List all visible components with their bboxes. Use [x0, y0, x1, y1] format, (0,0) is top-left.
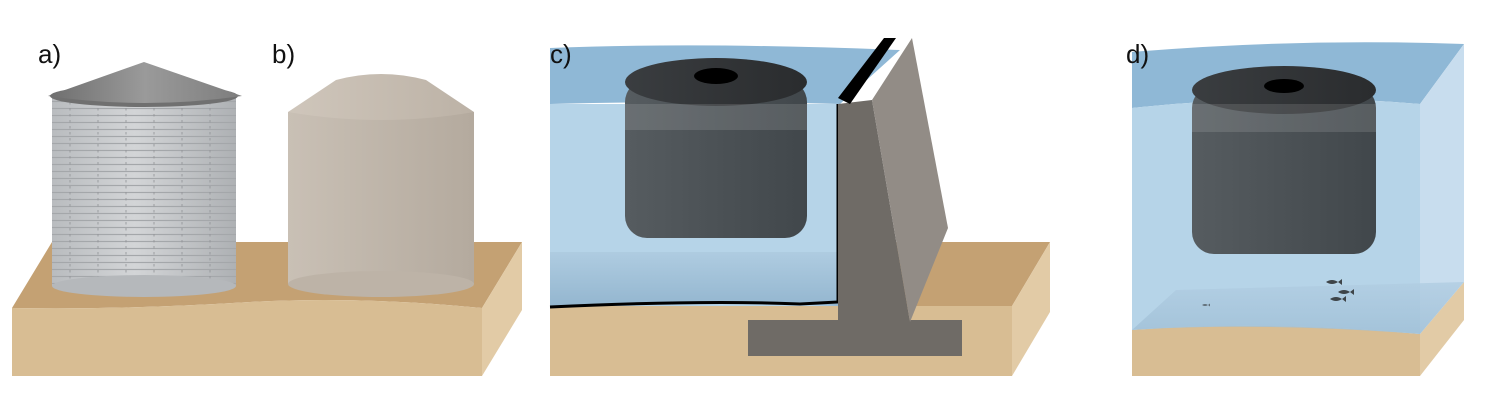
dam-footing — [748, 320, 962, 356]
sand-side — [482, 242, 522, 376]
panel-label-c: c) — [550, 39, 572, 69]
sand-front-d — [1132, 325, 1420, 376]
water-side-d — [1420, 44, 1464, 334]
floating-tank-submerged-tint-c — [625, 104, 807, 130]
steel-tank-roof — [48, 62, 242, 103]
concrete-tank-base — [288, 271, 474, 297]
steel-tank-seams — [52, 96, 236, 286]
sand-front — [12, 300, 482, 376]
sand-side-c — [1012, 242, 1050, 376]
dam-face — [872, 38, 948, 322]
panel-b-concrete-tank — [288, 74, 474, 297]
panel-label-a: a) — [38, 39, 61, 69]
floating-tank-vent-c — [694, 68, 738, 84]
floating-tank-wall-c — [625, 80, 807, 238]
concrete-tank-wall — [288, 112, 474, 284]
concrete-tank-roof — [288, 74, 474, 120]
steel-tank-base — [52, 275, 236, 297]
panel-a-steel-tank — [48, 62, 242, 297]
panel-label-d: d) — [1126, 39, 1149, 69]
panel-label-b: b) — [272, 39, 295, 69]
floating-tank-vent-d — [1264, 79, 1304, 93]
floating-tank-wall-d — [1192, 86, 1376, 254]
dam-wall — [838, 100, 910, 322]
lake-bottom-d — [1132, 282, 1464, 334]
fish-icon — [1330, 296, 1346, 302]
fish-icon — [1338, 289, 1354, 295]
dam-liner-top — [838, 38, 896, 104]
sand-side-d — [1420, 282, 1464, 376]
fish-icon — [1326, 279, 1342, 285]
liner-c — [549, 104, 840, 309]
fish-icon — [1202, 303, 1210, 307]
panel-c — [549, 38, 1050, 376]
floating-tank-submerged-tint-d — [1192, 104, 1376, 132]
panel-d — [1132, 42, 1464, 376]
fish-group — [1202, 279, 1354, 307]
pit-bottom-water-c — [550, 252, 840, 308]
